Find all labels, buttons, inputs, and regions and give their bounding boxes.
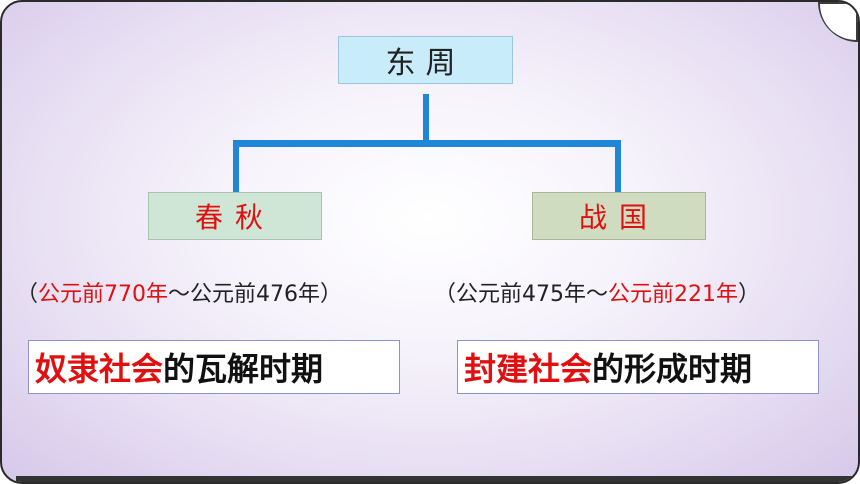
node-chunqiu-label: 春秋 (194, 201, 275, 234)
connector-left-drop (233, 140, 239, 192)
node-dongzhou-label: 东周 (385, 46, 466, 81)
node-zhanguo: 战国 (532, 192, 706, 240)
connector-right-drop (615, 140, 621, 192)
node-zhanguo-label: 战国 (578, 201, 659, 234)
node-dongzhou: 东周 (338, 36, 513, 84)
corner-decoration (818, 2, 858, 42)
period-chunqiu-start: 公元前770年 (38, 282, 169, 307)
period-chunqiu: （公元前770年～公元前476年） (16, 282, 343, 307)
summary-zhanguo: 封建社会的形成时期 (457, 340, 819, 394)
summary-chunqiu: 奴隶社会的瓦解时期 (28, 340, 400, 394)
bottom-bar-decoration (16, 476, 858, 482)
node-chunqiu: 春秋 (148, 192, 322, 240)
connector-root-stem (423, 94, 429, 140)
period-zhanguo-end: 公元前221年 (608, 282, 739, 307)
period-chunqiu-end: 公元前476年 (190, 282, 321, 307)
period-zhanguo-start: 公元前475年 (456, 282, 587, 307)
connector-horizontal (233, 140, 621, 147)
period-zhanguo: （公元前475年～公元前221年） (434, 282, 761, 307)
